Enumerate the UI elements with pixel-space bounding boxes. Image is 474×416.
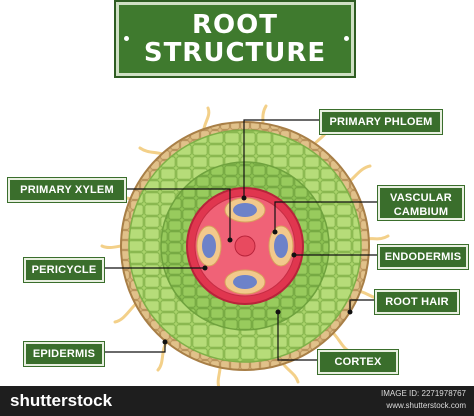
sign-nail-right	[344, 36, 349, 41]
footer-site: www.shutterstock.com	[386, 401, 466, 410]
label-cortex: CORTEX	[318, 350, 398, 374]
leader-primary-xylem	[126, 188, 231, 240]
footer-meta: IMAGE ID: 2271978767 www.shutterstock.co…	[381, 388, 466, 412]
leader-epidermis	[100, 342, 166, 353]
leader-dots	[162, 195, 353, 345]
leader-vascular-cambium	[274, 201, 378, 232]
title-sign: ROOT STRUCTURE	[116, 2, 354, 76]
leader-primary-phloem	[243, 119, 320, 198]
title-line-2: STRUCTURE	[143, 38, 327, 68]
leader-root-hair	[349, 299, 375, 312]
vascular-tissue	[196, 197, 294, 295]
label-epidermis: EPIDERMIS	[24, 342, 104, 366]
sign-nail-left	[124, 36, 129, 41]
label-pericycle: PERICYCLE	[24, 258, 104, 282]
leader-lines	[100, 119, 378, 361]
label-endodermis: ENDODERMIS	[378, 245, 468, 269]
footer-image-id: IMAGE ID: 2271978767	[381, 389, 466, 398]
title-line-1: ROOT	[192, 10, 278, 40]
label-primary-xylem: PRIMARY XYLEM	[8, 178, 126, 202]
footer-bar: shutterstock IMAGE ID: 2271978767 www.sh…	[0, 386, 474, 416]
leader-cortex	[277, 312, 318, 361]
footer-brand: shutterstock	[10, 391, 113, 410]
label-primary-phloem: PRIMARY PHLOEM	[320, 110, 442, 134]
label-root-hair: ROOT HAIR	[375, 290, 459, 314]
label-vascular-cambium: VASCULAR CAMBIUM	[378, 186, 464, 220]
